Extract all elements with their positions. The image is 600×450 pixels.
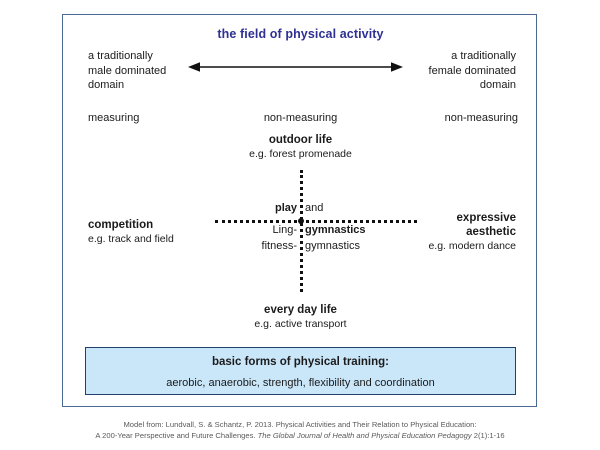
- right-pole-label: a traditionally female dominated domain: [386, 49, 516, 93]
- citation: Model from: Lundvall, S. & Schantz, P. 2…: [0, 419, 600, 441]
- cross-word-fitness: fitness-: [261, 240, 297, 252]
- left-pole-line2: male dominated: [88, 64, 167, 77]
- competition-heading: competition: [88, 219, 154, 231]
- left-pole-line1: a traditionally: [88, 50, 153, 62]
- citation-line2-prefix: A 200-Year Perspective and Future Challe…: [95, 431, 258, 440]
- outdoor-life-example: e.g. forest promenade: [249, 148, 352, 160]
- competition-example: e.g. track and field: [88, 233, 174, 245]
- block-every-day-life: every day life e.g. active transport: [63, 303, 538, 331]
- measuring-center-label: non-measuring: [263, 112, 338, 124]
- left-pole-label: a traditionally male dominated domain: [88, 49, 208, 93]
- block-competition: competition e.g. track and field: [88, 218, 238, 246]
- citation-line2: A 200-Year Perspective and Future Challe…: [0, 430, 600, 441]
- right-pole-line1: a traditionally: [451, 50, 516, 62]
- page-title: the field of physical activity: [217, 27, 384, 41]
- every-day-life-example: e.g. active transport: [254, 318, 347, 330]
- measuring-row: measuring non-measuring non-measuring: [63, 112, 538, 128]
- cross-word-play: play: [274, 202, 297, 214]
- expressive-heading-line2: aesthetic: [466, 226, 516, 238]
- measuring-right-label: non-measuring: [444, 112, 518, 124]
- cross-word-ling: Ling-: [272, 224, 297, 236]
- block-outdoor-life: outdoor life e.g. forest promenade: [63, 133, 538, 161]
- cross-word-gymnastics-plain: gymnastics: [305, 240, 361, 252]
- cross-word-and: and: [305, 202, 324, 214]
- dotted-horizontal-axis: [215, 220, 417, 223]
- right-pole-line2: female dominated: [428, 64, 516, 77]
- block-expressive-aesthetic: expressive aesthetic e.g. modern dance: [366, 211, 516, 253]
- cross-word-gymnastics-bold: gymnastics: [305, 224, 366, 236]
- left-pole-line3: domain: [88, 79, 125, 91]
- basic-forms-subtitle: aerobic, anaerobic, strength, flexibilit…: [166, 377, 435, 389]
- every-day-life-heading: every day life: [264, 304, 337, 316]
- axis-origin-dot: [298, 218, 304, 224]
- outdoor-life-heading: outdoor life: [268, 134, 333, 146]
- double-headed-arrow-icon: [188, 62, 403, 72]
- cross-words-group: play and Ling- gymnastics fitness- gymna…: [213, 201, 393, 271]
- diagram-frame: the field of physical activity a traditi…: [62, 14, 537, 407]
- basic-forms-box: basic forms of physical training: aerobi…: [85, 347, 516, 395]
- right-pole-line3: domain: [479, 79, 516, 91]
- citation-line1: Model from: Lundvall, S. & Schantz, P. 2…: [123, 420, 477, 429]
- basic-forms-heading: basic forms of physical training:: [211, 356, 389, 368]
- citation-journal: The Global Journal of Health and Physica…: [257, 431, 472, 440]
- expressive-example: e.g. modern dance: [428, 240, 516, 252]
- measuring-left-label: measuring: [88, 112, 140, 124]
- dotted-vertical-axis: [300, 170, 303, 292]
- expressive-heading-line1: expressive: [456, 212, 516, 224]
- citation-line2-suffix: 2(1):1-16: [471, 431, 505, 440]
